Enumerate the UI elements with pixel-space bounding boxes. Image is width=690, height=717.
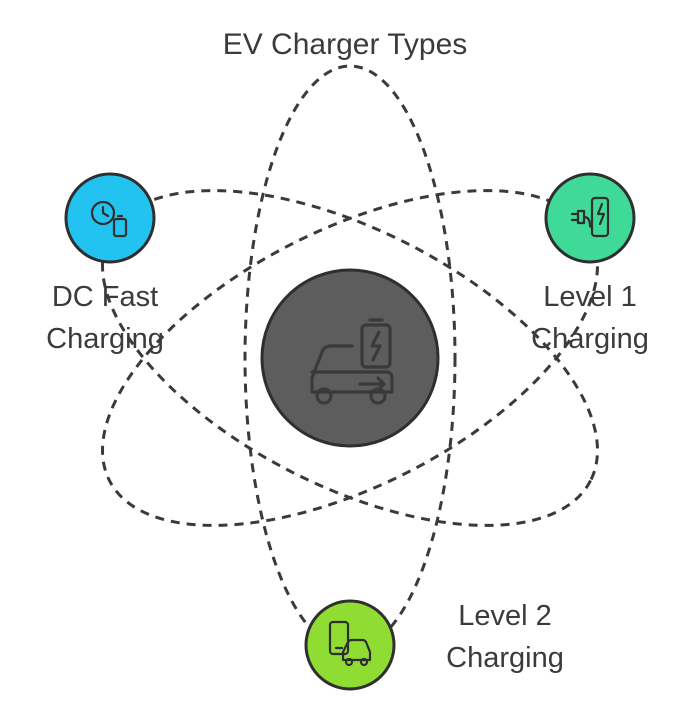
dc-fast-node — [64, 172, 156, 264]
level1-label-line2: Charging — [531, 323, 649, 355]
clock-battery-icon — [90, 200, 128, 238]
center-node — [260, 268, 440, 448]
dc-fast-label: DC Fast Charging — [20, 276, 190, 360]
dc-fast-label-line1: DC Fast — [51, 281, 159, 313]
level2-node — [304, 599, 396, 691]
level2-label-line2: Charging — [446, 642, 564, 674]
orbit-vertical — [243, 64, 457, 652]
phone-car-icon — [328, 620, 372, 667]
diagram-title: EV Charger Types — [222, 28, 468, 61]
dc-fast-label-line2: Charging — [46, 323, 164, 355]
level1-label-line1: Level 1 — [543, 281, 637, 313]
car-battery-charging-icon — [310, 318, 394, 405]
level2-label-line1: Level 2 — [458, 600, 552, 632]
level2-label: Level 2 Charging — [425, 595, 585, 679]
level1-label: Level 1 Charging — [510, 276, 670, 360]
level1-node — [544, 172, 636, 264]
plug-phone-charge-icon — [570, 196, 610, 238]
